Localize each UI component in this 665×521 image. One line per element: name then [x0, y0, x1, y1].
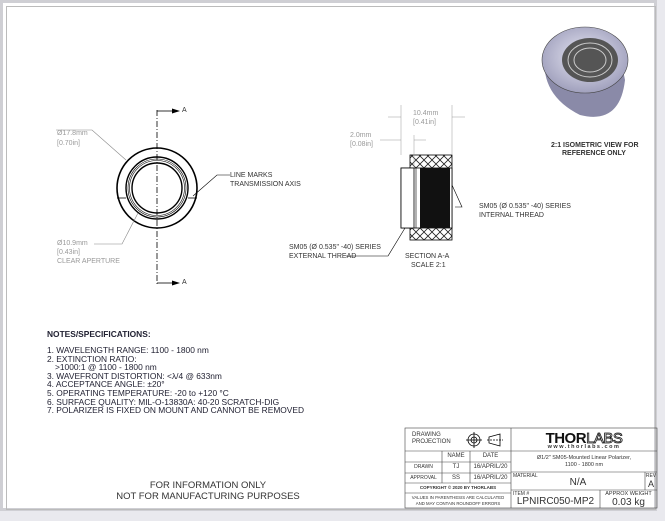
logo-labs: LABS — [586, 430, 624, 448]
note-item: 1. WAVELENGTH RANGE: 1100 - 1800 nm — [47, 345, 209, 355]
section-view — [346, 105, 465, 257]
drawn-name: TJ — [452, 464, 460, 470]
internal-thread-spec: SM05 (Ø 0.535" -40) SERIES — [479, 203, 571, 210]
internal-thread-label: INTERNAL THREAD — [479, 212, 544, 219]
disclaimer-line-2: NOT FOR MANUFACTURING PURPOSES — [116, 491, 300, 502]
values-note-2: AND MAY CONTAIN ROUNDOFF ERRORS — [415, 501, 501, 506]
copyright: COPYRIGHT © 2020 BY THORLABS — [419, 485, 497, 490]
note-item: 3. WAVEFRONT DISTORTION: <λ/4 @ 633nm — [47, 370, 222, 381]
projection-label-2: PROJECTION — [412, 439, 451, 445]
section-title: SECTION A-A — [405, 253, 450, 260]
iso-view-caption-1: 2:1 ISOMETRIC VIEW FOR — [551, 142, 639, 149]
section-marker-top: A — [182, 107, 187, 114]
logo-thor: THOR — [545, 430, 587, 447]
transmission-axis-label: TRANSMISSION AXIS — [230, 181, 301, 188]
sheet-border — [6, 6, 656, 510]
iso-view-caption-2: REFERENCE ONLY — [562, 150, 626, 157]
thorlabs-logo: THORLABS — [511, 430, 657, 448]
item-label: ITEM # — [513, 491, 530, 497]
date-header: DATE — [482, 453, 499, 459]
approval-label: APPROVAL — [410, 475, 437, 481]
rev-value: A — [647, 479, 654, 489]
material-label: MATERIAL — [513, 473, 538, 479]
isometric-view — [541, 26, 629, 117]
website: www.thorlabs.com — [547, 444, 621, 450]
aperture-diameter-mm: Ø10.9mm — [57, 240, 88, 247]
outer-diameter-mm: Ø17.8mm — [57, 130, 88, 137]
line-marks-label: LINE MARKS — [230, 172, 273, 179]
description-2: 1100 - 1800 nm — [564, 462, 604, 468]
drawing-sheet — [0, 0, 657, 511]
approval-date: 16/APRIL/20 — [473, 475, 508, 481]
disclaimer-line-1: FOR INFORMATION ONLY — [149, 480, 267, 491]
notes-title: NOTES/SPECIFICATIONS: — [47, 329, 151, 339]
projection-label-1: DRAWING — [412, 432, 441, 438]
note-item: 7. POLARIZER IS FIXED ON MOUNT AND CANNO… — [47, 405, 305, 416]
title-block-grid — [404, 427, 658, 509]
length-mm: 10.4mm — [413, 110, 439, 117]
rev-label: REV — [645, 473, 657, 479]
aperture-diameter-in: [0.43in] — [57, 249, 80, 256]
material-value: N/A — [569, 477, 587, 488]
clear-aperture-label: CLEAR APERTURE — [57, 258, 120, 265]
thread-length-mm: 2.0mm — [350, 132, 372, 139]
outer-diameter-in: [0.70in] — [57, 140, 80, 147]
drawn-date: 16/APRIL/20 — [473, 464, 508, 470]
thread-length-in: [0.08in] — [350, 141, 373, 148]
approval-name: SS — [451, 475, 460, 481]
weight-value: 0.03 kg — [612, 497, 645, 508]
projection-symbol-icon — [466, 432, 503, 448]
length-in: [0.41in] — [413, 119, 436, 126]
description-1: Ø1/2" SM05-Mounted Linear Polarizer, — [536, 455, 632, 461]
note-item: 2. EXTINCTION RATIO: — [47, 353, 137, 364]
external-thread-spec: SM05 (Ø 0.535" -40) SERIES — [289, 244, 381, 251]
notes-section: NOTES/SPECIFICATIONS: 1. WAVELENGTH RANG… — [47, 330, 305, 416]
external-thread-label: EXTERNAL THREAD — [289, 253, 357, 260]
note-item: 4. ACCEPTANCE ANGLE: ±20° — [47, 379, 165, 390]
disclaimer: FOR INFORMATION ONLY NOT FOR MANUFACTURI… — [108, 480, 308, 502]
weight-label: APPROX WEIGHT — [605, 491, 652, 497]
item-number: LPNIRC050-MP2 — [516, 496, 595, 507]
note-item: 5. OPERATING TEMPERATURE: -20 to +120 °C — [47, 387, 229, 398]
part-description: Ø1/2" SM05-Mounted Linear Polarizer,1100… — [511, 455, 657, 469]
front-view — [56, 108, 230, 286]
note-item: 6. SURFACE QUALITY: MIL-O-13830A: 40-20 … — [47, 396, 280, 407]
name-header: NAME — [447, 453, 465, 459]
section-scale: SCALE 2:1 — [411, 262, 446, 269]
values-note-1: VALUES IN PARENTHESIS ARE CALCULATED — [411, 495, 505, 500]
note-item: >1000:1 @ 1100 - 1800 nm — [55, 362, 157, 373]
section-marker-bottom: A — [182, 279, 187, 286]
drawn-label: DRAWN — [414, 464, 433, 470]
